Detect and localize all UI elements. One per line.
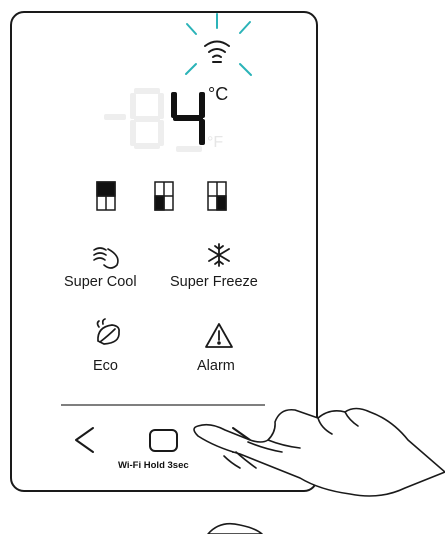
eco-leaf-icon[interactable] — [98, 319, 120, 344]
active-digit-four — [171, 92, 205, 145]
unit-fahrenheit: °F — [207, 134, 223, 152]
unit-celsius: °C — [208, 84, 228, 105]
home-button-icon[interactable] — [150, 430, 177, 451]
compartment-icon-bottom-right[interactable] — [208, 182, 226, 210]
chevron-left-icon[interactable] — [76, 428, 93, 452]
alarm-warning-icon[interactable] — [206, 324, 232, 347]
super-cool-icon[interactable] — [94, 248, 118, 268]
mode-label-eco: Eco — [93, 358, 118, 374]
wifi-hold-hint: Wi-Fi Hold 3sec — [118, 460, 189, 471]
pointing-hand-illustration — [194, 409, 445, 534]
snowflake-icon[interactable] — [209, 244, 229, 266]
mode-label-super-freeze: Super Freeze — [170, 274, 258, 290]
wifi-icon — [205, 42, 229, 63]
wifi-blink-rays — [186, 14, 251, 75]
compartment-icon-top[interactable] — [97, 182, 115, 210]
mode-label-alarm: Alarm — [197, 358, 235, 374]
mode-label-super-cool: Super Cool — [64, 274, 137, 290]
compartment-icon-bottom-left[interactable] — [155, 182, 173, 210]
